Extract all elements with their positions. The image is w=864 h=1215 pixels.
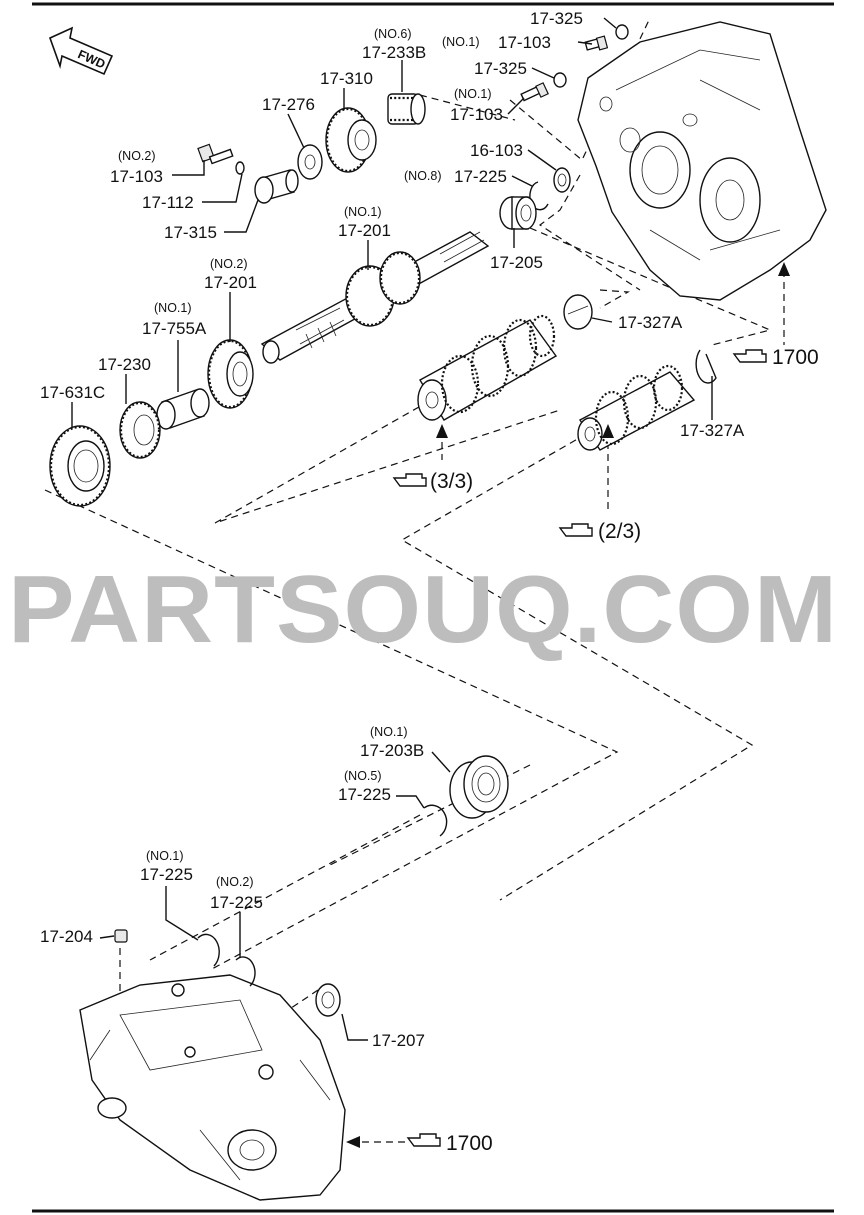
label-17-225-no8-qualifier: (NO.8): [404, 169, 442, 183]
washer-17-325-top: [615, 24, 629, 40]
label-17-112: 17-112: [142, 193, 194, 212]
label-17-325-top: 17-325: [530, 9, 583, 28]
label-17-204: 17-204: [40, 927, 93, 946]
label-17-225-no2-qualifier: (NO.2): [216, 875, 254, 889]
label-17-755a: 17-755A: [142, 319, 207, 338]
label-17-276: 17-276: [262, 95, 315, 114]
label-17-205: 17-205: [490, 253, 543, 272]
reference-2-3[interactable]: (2/3): [558, 520, 641, 543]
label-17-631c: 17-631C: [40, 383, 105, 402]
washer-17-325-mid: [553, 72, 567, 88]
label-17-225-no1-qualifier: (NO.1): [146, 849, 184, 863]
label-17-230: 17-230: [98, 355, 151, 374]
label-16-103: 16-103: [470, 141, 523, 160]
sleeve-17-315: [254, 169, 299, 204]
bolt-17-103-no2: [197, 143, 234, 165]
transaxle-case-lower: [79, 974, 346, 1201]
reference-1700-top[interactable]: 1700: [732, 346, 819, 369]
ref-3-3[interactable]: (3/3): [430, 470, 473, 493]
label-17-201-no1-qualifier: (NO.1): [344, 205, 382, 219]
label-17-310: 17-310: [320, 69, 373, 88]
label-17-325-mid: 17-325: [474, 59, 527, 78]
hand-pointer-icon: [392, 473, 427, 487]
seal-17-207: [315, 983, 341, 1017]
oil-seal-16-103-inner: [557, 173, 567, 187]
hand-pointer-icon: [732, 349, 767, 363]
label-17-225-no5-qualifier: (NO.5): [344, 769, 382, 783]
label-17-201-no2-qualifier: (NO.2): [210, 257, 248, 271]
gear-17-310: [325, 107, 377, 173]
washer-17-276: [297, 144, 323, 180]
arrow-head-1700-top: [778, 262, 790, 276]
label-17-103-no2: 17-103: [110, 167, 163, 186]
snap-ring-17-225-no5: [423, 804, 448, 837]
callout-labels: 17-325 (NO.1) 17-103 17-325 (NO.1) 17-10…: [40, 9, 745, 1050]
label-17-103-no1-top-qualifier: (NO.1): [442, 35, 480, 49]
hand-pointer-icon: [558, 523, 593, 537]
plug-17-204: [114, 929, 128, 943]
reference-3-3[interactable]: (3/3): [392, 470, 473, 493]
label-17-225-no1: 17-225: [140, 865, 193, 884]
transaxle-case-upper: [577, 21, 827, 301]
label-17-103-no1-mid: 17-103: [450, 105, 503, 124]
gear-17-230: [119, 401, 161, 459]
label-17-233b-qualifier: (NO.6): [374, 27, 412, 41]
arrow-head-3-3: [436, 424, 448, 438]
shaft-assembly-3-3: [417, 314, 558, 421]
washer-17-276-hole: [304, 154, 316, 170]
fwd-arrow-icon: FWD: [48, 26, 114, 76]
shim-17-327a-right: [695, 349, 717, 384]
bolt-17-103-top: [584, 35, 609, 51]
arrow-head-1700-bottom: [346, 1136, 360, 1148]
label-17-315: 17-315: [164, 223, 217, 242]
label-17-203b: 17-203B: [360, 741, 424, 760]
label-17-201-no2: 17-201: [204, 273, 257, 292]
arrow-head-2-3: [602, 424, 614, 438]
washer-17-112: [235, 161, 245, 175]
leader-lines: [71, 17, 713, 1041]
shim-17-327a-top: [563, 294, 593, 330]
ref-1700-bottom[interactable]: 1700: [446, 1132, 493, 1155]
needle-bearing-17-233b: [387, 93, 426, 125]
gear-17-201-no2: [207, 339, 254, 409]
bearing-17-203b: [449, 755, 509, 819]
ref-1700-top[interactable]: 1700: [772, 346, 819, 369]
label-17-225-no5: 17-225: [338, 785, 391, 804]
bolt-17-103-mid: [520, 82, 549, 102]
label-17-233b: 17-233B: [362, 43, 426, 62]
oil-seal-16-103: [553, 167, 571, 193]
hand-pointer-icon: [406, 1133, 441, 1147]
label-17-327a-right: 17-327A: [680, 421, 745, 440]
label-17-103-no2-qualifier: (NO.2): [118, 149, 156, 163]
label-17-225-no8: 17-225: [454, 167, 507, 186]
snap-ring-17-225-no1: [197, 933, 220, 967]
bearing-17-205: [499, 196, 537, 230]
main-shaft-17-201: [260, 231, 490, 364]
label-17-207: 17-207: [372, 1031, 425, 1050]
watermark: PARTSOUQ.COM: [8, 556, 838, 663]
label-17-327a-top: 17-327A: [618, 313, 683, 332]
reference-1700-bottom[interactable]: 1700: [406, 1132, 493, 1155]
gear-17-631c: [49, 425, 111, 507]
shaft-assembly-2-3: [577, 364, 696, 451]
label-17-203b-qualifier: (NO.1): [370, 725, 408, 739]
label-17-103-no1-mid-qualifier: (NO.1): [454, 87, 492, 101]
sleeve-17-755a: [156, 388, 210, 430]
label-17-103-no1-top: 17-103: [498, 33, 551, 52]
ref-2-3[interactable]: (2/3): [598, 520, 641, 543]
label-17-225-no2: 17-225: [210, 893, 263, 912]
seal-17-207-inner: [321, 991, 335, 1009]
label-17-755a-qualifier: (NO.1): [154, 301, 192, 315]
label-17-201-no1: 17-201: [338, 221, 391, 240]
